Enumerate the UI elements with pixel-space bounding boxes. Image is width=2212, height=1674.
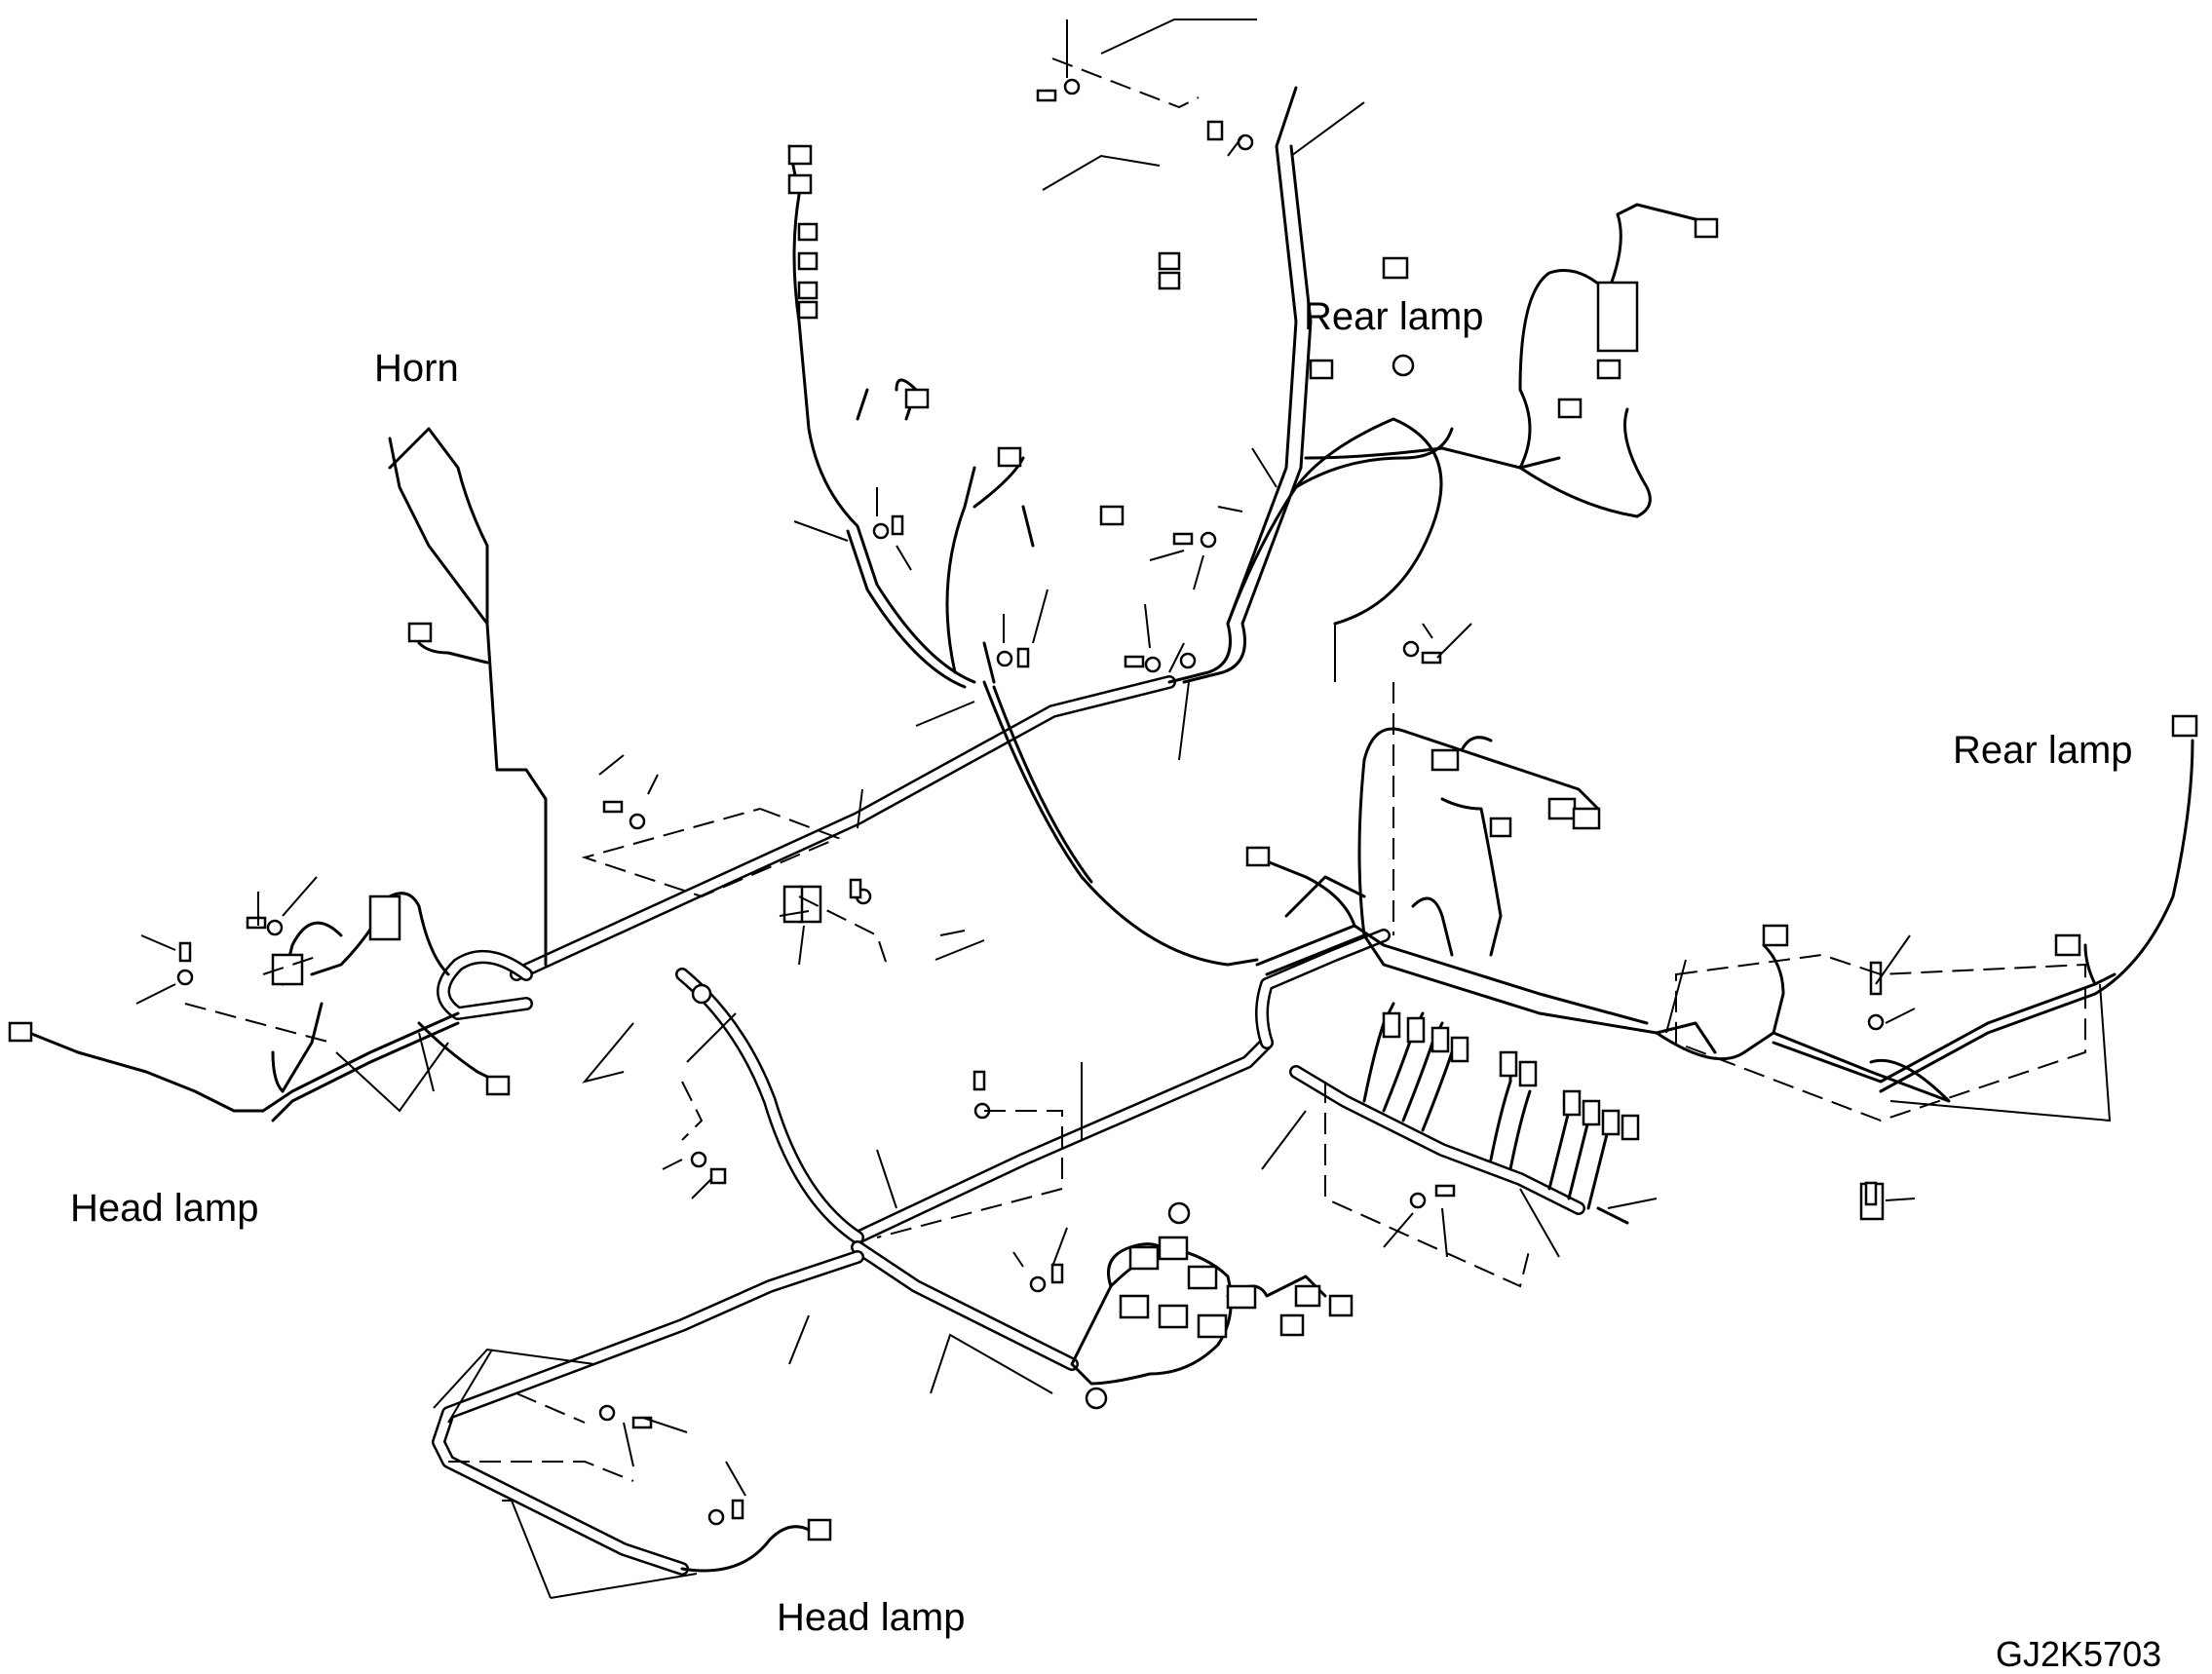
rear-lamp-label-right: Rear lamp bbox=[1953, 729, 2133, 772]
relay-cluster bbox=[1070, 1236, 1327, 1386]
left-harness-assembly bbox=[27, 427, 548, 1122]
alignment-dashes bbox=[184, 57, 2086, 1482]
leader-lines bbox=[135, 19, 2112, 1599]
right-harness-assembly bbox=[1255, 727, 2194, 1225]
connecting-wire-2 bbox=[992, 685, 1093, 884]
drawing-code: GJ2K5703 bbox=[1996, 1634, 2162, 1674]
main-harness-trunk bbox=[510, 675, 1391, 1371]
connector-parts bbox=[8, 144, 2198, 1541]
head-lamp-label-left: Head lamp bbox=[70, 1187, 259, 1230]
horn-label: Horn bbox=[374, 347, 459, 390]
bolts-and-washers bbox=[176, 78, 1885, 1526]
connecting-wire bbox=[982, 680, 1259, 967]
upper-harness-branch bbox=[787, 86, 1717, 689]
front-head-lamp-harness bbox=[432, 1250, 864, 1576]
rear-lamp-label-top: Rear lamp bbox=[1304, 295, 1484, 338]
head-lamp-label-bottom: Head lamp bbox=[777, 1596, 966, 1639]
